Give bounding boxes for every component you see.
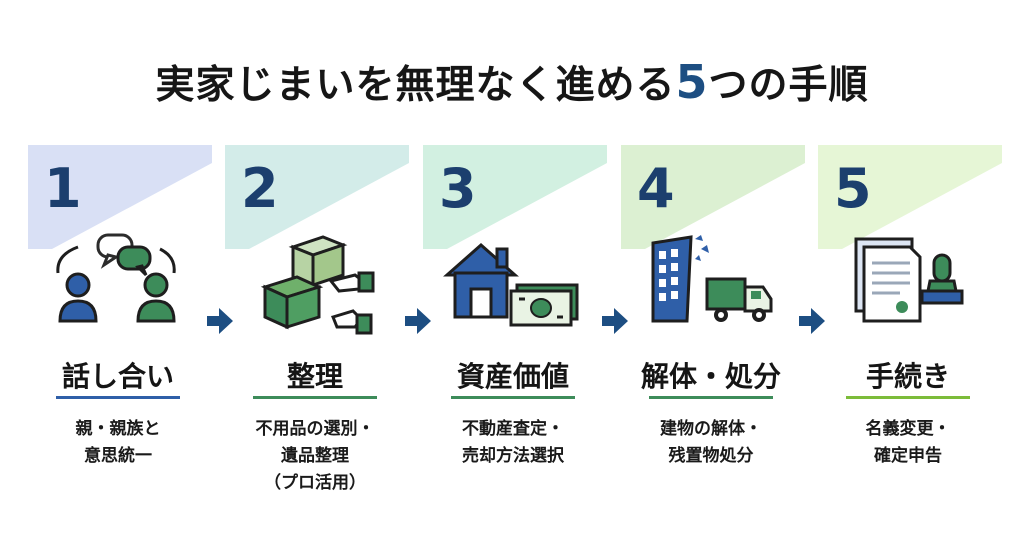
step-number: 2 xyxy=(241,157,279,220)
step-label: 整理 xyxy=(286,360,343,393)
boxes-hands-icon xyxy=(235,233,395,347)
step-description: 親・親族と意思統一 xyxy=(75,419,161,466)
chat-people-icon xyxy=(38,233,198,347)
document-stamp-icon xyxy=(828,233,988,347)
label-underline xyxy=(253,396,377,399)
step-3: 3 資産価値 不動産査定・売却方法選択 xyxy=(423,145,607,545)
step-banner xyxy=(423,145,607,249)
step-label: 話し合い xyxy=(61,360,174,393)
arrow-right-icon xyxy=(405,308,431,334)
step-description: 不用品の選別・遺品整理（プロ活用） xyxy=(255,419,375,493)
step-banner xyxy=(28,145,212,249)
step-banner xyxy=(818,145,1002,249)
step-number: 3 xyxy=(439,157,477,220)
step-number: 5 xyxy=(834,157,872,220)
step-label: 解体・処分 xyxy=(640,360,781,393)
arrow-right-icon xyxy=(799,308,825,334)
step-label: 手続き xyxy=(865,360,950,393)
step-number: 4 xyxy=(637,157,675,220)
step-description: 名義変更・確定申告 xyxy=(865,419,951,466)
step-label: 資産価値 xyxy=(456,360,569,393)
house-money-icon xyxy=(433,233,593,347)
step-banner xyxy=(225,145,409,249)
page-title: 実家じまいを無理なく進める5つの手順 xyxy=(155,55,869,109)
step-5: 5 手続き 名義変更・確定申告 xyxy=(818,145,1002,545)
arrow-right-icon xyxy=(602,308,628,334)
label-underline xyxy=(56,396,180,399)
building-demolition-truck-icon xyxy=(631,233,791,347)
arrow-right-icon xyxy=(207,308,233,334)
step-number: 1 xyxy=(44,157,82,220)
step-1: 1 話し合い 親・親族と意思統一 xyxy=(28,145,212,545)
label-underline xyxy=(649,396,773,399)
step-2: 2 整理 不用品の選別・遺品整理（プロ活用） xyxy=(225,145,409,545)
label-underline xyxy=(451,396,575,399)
step-description: 不動産査定・売却方法選択 xyxy=(462,419,564,466)
label-underline xyxy=(846,396,970,399)
step-description: 建物の解体・残置物処分 xyxy=(660,419,762,466)
step-4: 4 解体・処分 建物の解体・残置物処分 xyxy=(621,145,805,545)
step-banner xyxy=(621,145,805,249)
